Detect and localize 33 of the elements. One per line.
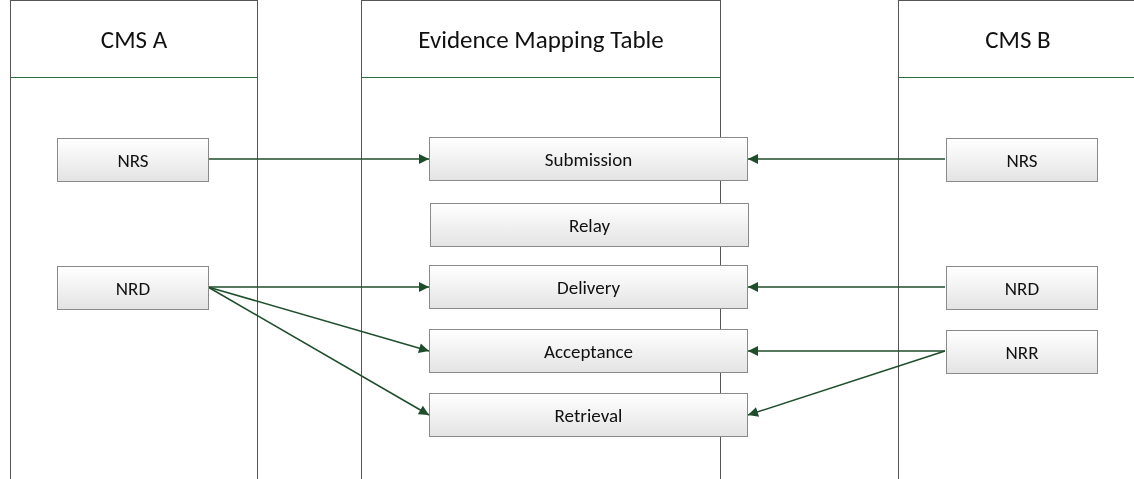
process-box [430, 203, 749, 247]
box-label: Relay [568, 213, 611, 237]
box-label: Submission [544, 147, 633, 171]
process-box [57, 266, 209, 310]
arrow [207, 282, 430, 292]
swimlane [898, 0, 1134, 479]
lane-title: Evidence Mapping Table [362, 1, 720, 78]
process-box [946, 138, 1098, 182]
lane-title: CMS B [899, 1, 1134, 78]
arrow [207, 286, 430, 353]
process-box [429, 393, 748, 437]
arrow [207, 154, 430, 164]
process-box [946, 330, 1098, 374]
arrow [747, 154, 946, 164]
box-label: Delivery [557, 275, 620, 299]
box-label: NRS [117, 148, 149, 172]
process-box [57, 138, 209, 182]
arrow [207, 286, 430, 416]
box-label: NRR [1005, 340, 1039, 364]
box-label: NRS [1006, 148, 1038, 172]
arrow [747, 282, 946, 292]
box-label: Retrieval [554, 403, 623, 427]
process-box [946, 266, 1098, 310]
box-label: NRD [115, 276, 151, 300]
process-box [429, 137, 748, 181]
arrow [747, 346, 946, 356]
process-box [429, 329, 748, 373]
arrow [747, 350, 946, 417]
lane-title: CMS A [11, 1, 257, 78]
box-label: NRD [1004, 276, 1040, 300]
swimlane [10, 0, 258, 479]
process-box [429, 265, 748, 309]
box-label: Acceptance [543, 339, 634, 363]
